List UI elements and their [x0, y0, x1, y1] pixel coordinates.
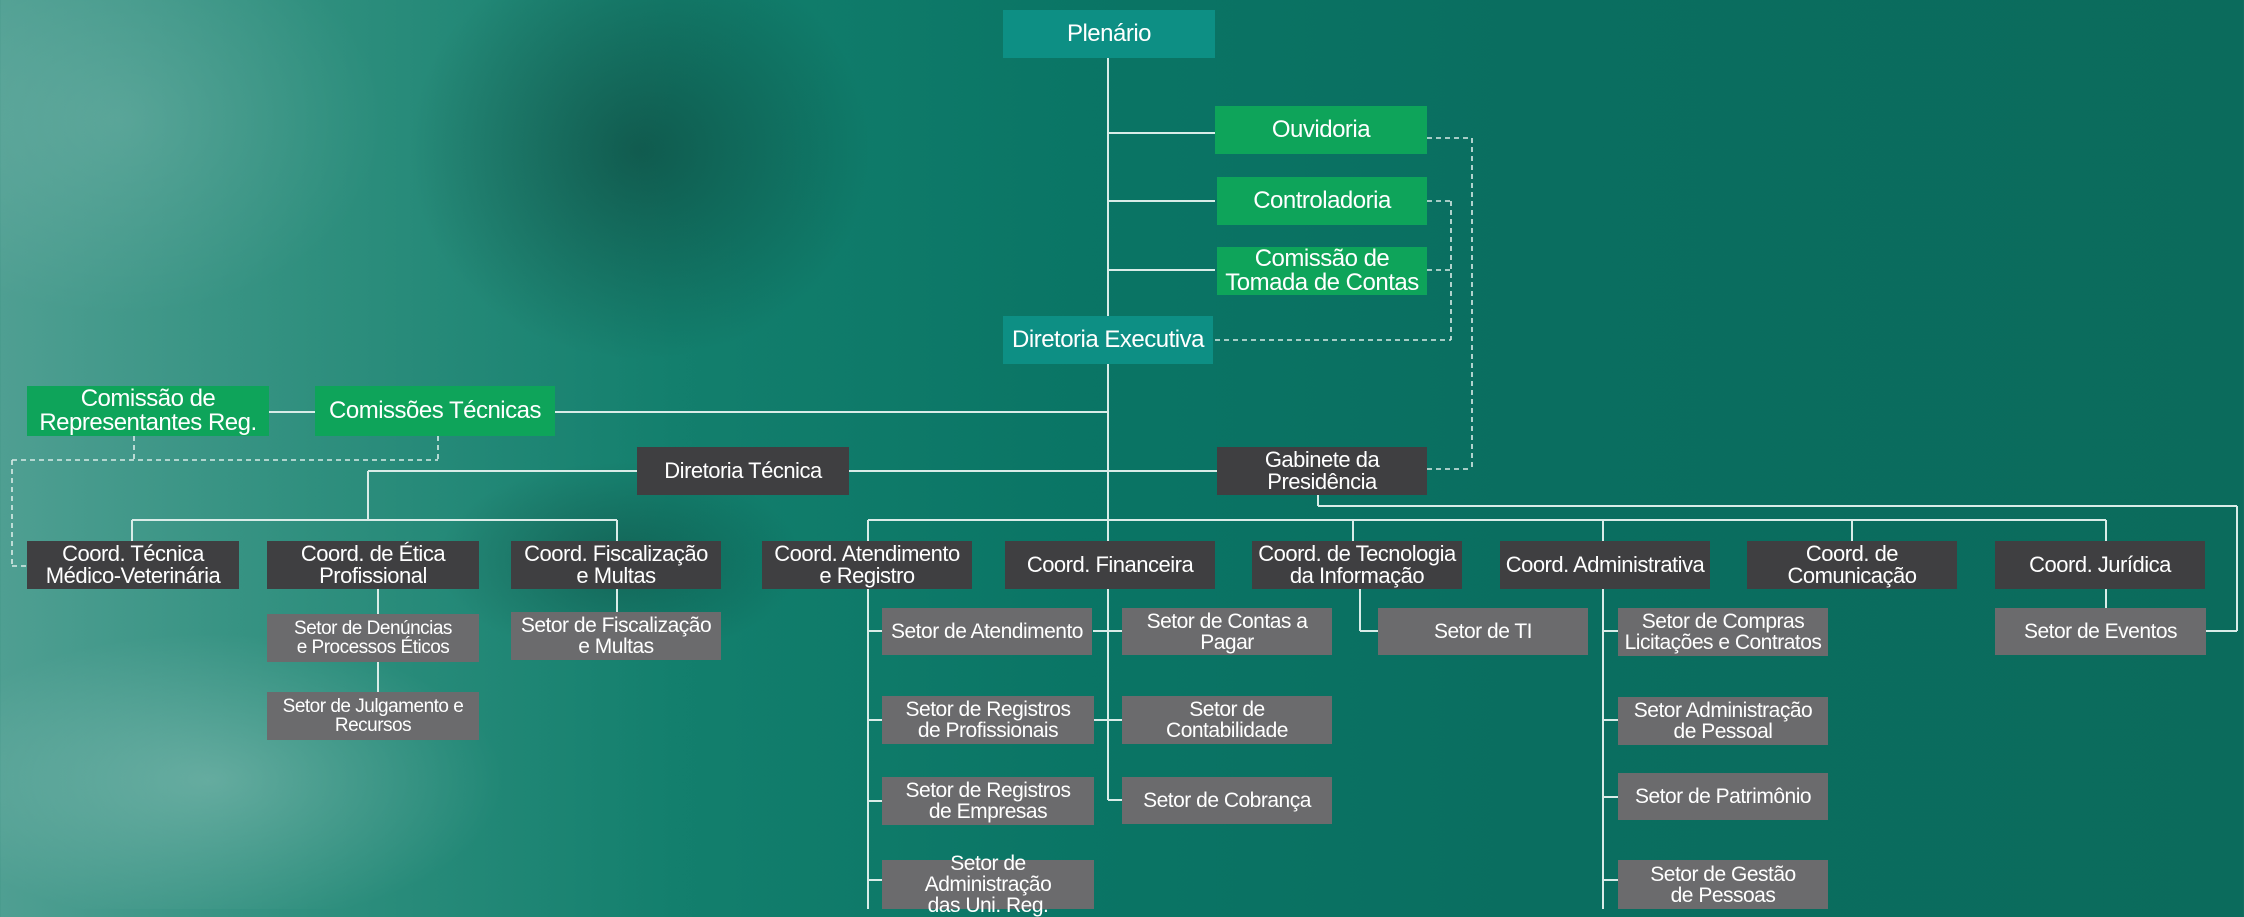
- coord-atendimento-box: Coord. Atendimento e Registro: [762, 541, 972, 589]
- setor-registros-profissionais-box: Setor de Registros de Profissionais: [882, 696, 1094, 744]
- setor-compras-box: Setor de Compras Licitações e Contratos: [1618, 608, 1828, 656]
- setor-contas-pagar-box: Setor de Contas a Pagar: [1122, 608, 1332, 655]
- coord-financeira-box: Coord. Financeira: [1005, 541, 1215, 589]
- coord-juridica-box: Coord. Jurídica: [1995, 541, 2205, 589]
- comissoes-tecnicas-box: Comissões Técnicas: [315, 386, 555, 436]
- setor-fiscalizacao-box: Setor de Fiscalização e Multas: [511, 612, 721, 660]
- setor-contabilidade-box: Setor de Contabilidade: [1122, 696, 1332, 744]
- setor-adm-pessoal-box: Setor Administração de Pessoal: [1618, 697, 1828, 745]
- diretoria-executiva-box: Diretoria Executiva: [1003, 316, 1213, 364]
- setor-patrimonio-box: Setor de Patrimônio: [1618, 773, 1828, 820]
- setor-julgamento-box: Setor de Julgamento e Recursos: [267, 692, 479, 740]
- coord-etica-box: Coord. de Ética Profissional: [267, 541, 479, 589]
- diretoria-tecnica-box: Diretoria Técnica: [637, 447, 849, 495]
- setor-gestao-pessoas-box: Setor de Gestão de Pessoas: [1618, 860, 1828, 909]
- gabinete-presidencia-box: Gabinete da Presidência: [1217, 447, 1427, 495]
- coord-fiscalizacao-box: Coord. Fiscalização e Multas: [511, 541, 721, 589]
- setor-eventos-box: Setor de Eventos: [1995, 608, 2206, 655]
- setor-denuncias-box: Setor de Denúncias e Processos Éticos: [267, 614, 479, 662]
- setor-ti-box: Setor de TI: [1378, 608, 1588, 655]
- setor-cobranca-box: Setor de Cobrança: [1122, 777, 1332, 824]
- setor-registros-empresas-box: Setor de Registros de Empresas: [882, 777, 1094, 825]
- coord-comunicacao-box: Coord. de Comunicação: [1747, 541, 1957, 589]
- controladoria-box: Controladoria: [1217, 177, 1427, 225]
- setor-atendimento-box: Setor de Atendimento: [882, 608, 1092, 655]
- coord-administrativa-box: Coord. Administrativa: [1500, 541, 1710, 589]
- plenario-box: Plenário: [1003, 10, 1215, 58]
- comissao-representantes-box: Comissão de Representantes Reg.: [27, 386, 269, 436]
- setor-administracao-uni-box: Setor de Administração das Uni. Reg.: [882, 853, 1094, 916]
- coord-tecnica-box: Coord. Técnica Médico-Veterinária: [27, 541, 239, 589]
- coord-tecnologia-box: Coord. de Tecnologia da Informação: [1252, 541, 1462, 589]
- ouvidoria-box: Ouvidoria: [1215, 106, 1427, 154]
- comissao-tomada-contas-box: Comissão de Tomada de Contas: [1217, 247, 1427, 295]
